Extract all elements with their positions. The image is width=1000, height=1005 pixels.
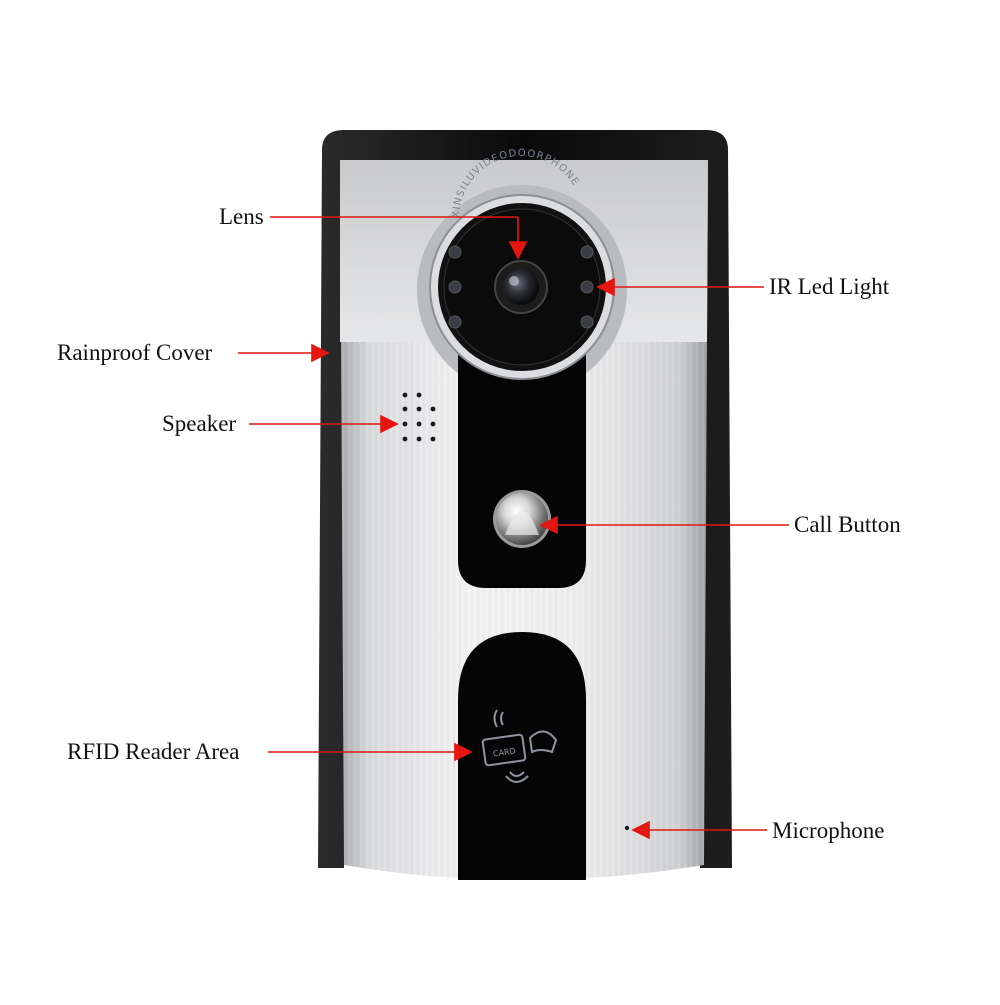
ir-led-icon: [448, 280, 462, 294]
upper-black-panel: [458, 345, 586, 588]
rfid-reader-area-label: RFID Reader Area: [67, 739, 240, 764]
ir-led-icons: [448, 245, 594, 329]
ir-led-icon: [580, 245, 594, 259]
ir-led-icon: [580, 315, 594, 329]
speaker-grille-icon: [402, 392, 436, 442]
microphone-label: Microphone: [772, 818, 885, 843]
ir-led-icon: [448, 315, 462, 329]
ir-led-icon: [580, 280, 594, 294]
call-button-icon: [493, 490, 551, 548]
ir-led-icon: [448, 245, 462, 259]
microphone-hole-icon: [624, 825, 630, 831]
call-button-label: Call Button: [794, 512, 901, 537]
ir-arrowhead: [596, 277, 615, 297]
speaker-label: Speaker: [162, 411, 237, 436]
rainproof-arrowhead: [311, 343, 330, 363]
lens-icon: [494, 260, 548, 314]
rainproof-cover-label: Rainproof Cover: [57, 340, 213, 365]
rfid-card-icon: CARD: [481, 709, 558, 783]
lens-label: Lens: [219, 204, 264, 229]
rfid-card-text: CARD: [492, 746, 516, 758]
mic-arrowhead: [631, 820, 650, 840]
ir-led-light-label: IR Led Light: [769, 274, 890, 299]
lens-arrowhead: [508, 241, 528, 260]
rfid-arrowhead: [454, 742, 473, 762]
call-arrowhead: [539, 515, 558, 535]
callout-arrows: [238, 216, 789, 840]
rfid-panel: [458, 632, 586, 880]
speaker-arrowhead: [380, 414, 399, 434]
